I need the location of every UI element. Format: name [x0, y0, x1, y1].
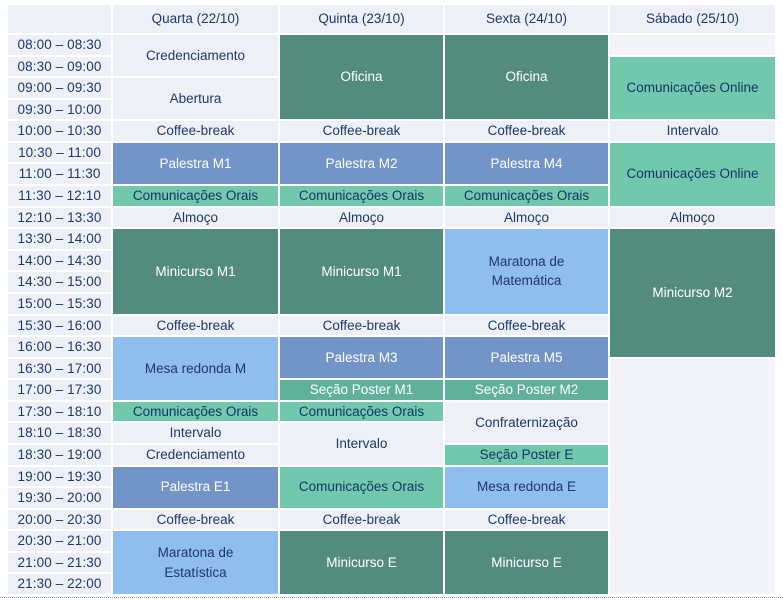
event-cell: Comunicações Orais — [280, 466, 443, 508]
event-cell: Intervalo — [610, 121, 775, 141]
event-cell: Oficina — [445, 35, 608, 120]
empty-cell — [610, 35, 775, 55]
event-cell: Maratona de Estatística — [113, 531, 278, 594]
event-cell: Almoço — [280, 207, 443, 228]
event-cell: Comunicações Orais — [280, 401, 443, 422]
event-cell: Almoço — [445, 207, 608, 228]
event-cell: Oficina — [280, 35, 443, 120]
corner-cell — [8, 5, 111, 33]
day-header: Sábado (25/10) — [610, 5, 775, 33]
time-slot-label: 21:30 – 22:00 — [8, 574, 111, 594]
event-cell: Almoço — [113, 207, 278, 228]
schedule-table: Quarta (22/10)Quinta (23/10)Sexta (24/10… — [8, 5, 775, 594]
event-cell: Credenciamento — [113, 35, 278, 77]
event-cell: Palestra M1 — [113, 142, 278, 185]
event-cell: Intervalo — [280, 423, 443, 465]
event-cell: Palestra M3 — [280, 337, 443, 379]
time-slot-label: 19:00 – 19:30 — [8, 466, 111, 487]
event-cell: Palestra M4 — [445, 142, 608, 185]
event-cell: Coffee-break — [445, 121, 608, 141]
time-slot-label: 08:30 – 09:00 — [8, 56, 111, 77]
event-cell: Palestra M5 — [445, 337, 608, 379]
event-cell: Minicurso E — [445, 531, 608, 594]
event-cell: Coffee-break — [445, 315, 608, 336]
event-cell: Confraternização — [445, 401, 608, 443]
time-slot-label: 20:00 – 20:30 — [8, 509, 111, 530]
event-cell: Credenciamento — [113, 444, 278, 465]
event-cell: Mesa redonda E — [445, 466, 608, 508]
event-cell: Coffee-break — [280, 121, 443, 141]
event-cell: Minicurso M1 — [280, 229, 443, 314]
event-cell: Coffee-break — [280, 509, 443, 530]
time-slot-label: 19:30 – 20:00 — [8, 488, 111, 508]
event-cell: Intervalo — [113, 423, 278, 443]
event-cell: Comunicações Orais — [280, 186, 443, 206]
day-header: Quinta (23/10) — [280, 5, 443, 33]
event-cell: Coffee-break — [445, 509, 608, 530]
time-slot-label: 10:00 – 10:30 — [8, 121, 111, 141]
time-slot-label: 09:30 – 10:00 — [8, 99, 111, 120]
time-slot-label: 08:00 – 08:30 — [8, 35, 111, 55]
event-cell: Seção Poster M1 — [280, 380, 443, 400]
day-header: Sexta (24/10) — [445, 5, 608, 33]
event-cell: Abertura — [113, 78, 278, 120]
empty-cell — [610, 358, 775, 594]
event-cell: Maratona de Matemática — [445, 229, 608, 314]
time-slot-label: 11:30 – 12:10 — [8, 186, 111, 206]
event-cell: Seção Poster E — [445, 444, 608, 465]
event-cell: Palestra E1 — [113, 466, 278, 508]
time-slot-label: 15:30 – 16:00 — [8, 315, 111, 336]
time-slot-label: 17:00 – 17:30 — [8, 380, 111, 400]
event-cell: Coffee-break — [113, 315, 278, 336]
time-slot-label: 14:00 – 14:30 — [8, 250, 111, 271]
event-cell: Almoço — [610, 207, 775, 228]
time-slot-label: 20:30 – 21:00 — [8, 531, 111, 551]
event-cell: Minicurso M1 — [113, 229, 278, 314]
time-slot-label: 18:30 – 19:00 — [8, 444, 111, 465]
event-cell: Coffee-break — [113, 121, 278, 141]
time-slot-label: 14:30 – 15:00 — [8, 272, 111, 292]
event-cell: Mesa redonda M — [113, 337, 278, 400]
time-slot-label: 13:30 – 14:00 — [8, 229, 111, 249]
event-cell: Minicurso M2 — [610, 229, 775, 357]
event-cell: Comunicações Orais — [113, 186, 278, 206]
event-cell: Coffee-break — [280, 315, 443, 336]
event-cell: Comunicações Online — [610, 142, 775, 206]
day-header: Quarta (22/10) — [113, 5, 278, 33]
event-cell: Comunicações Online — [610, 56, 775, 120]
time-slot-label: 12:10 – 13:30 — [8, 207, 111, 228]
time-slot-label: 21:00 – 21:30 — [8, 552, 111, 573]
event-cell: Minicurso E — [280, 531, 443, 594]
page-break-line — [0, 597, 783, 598]
event-cell: Coffee-break — [113, 509, 278, 530]
event-cell: Comunicações Orais — [445, 186, 608, 206]
time-slot-label: 09:00 – 09:30 — [8, 78, 111, 98]
time-slot-label: 15:00 – 15:30 — [8, 293, 111, 314]
time-slot-label: 10:30 – 11:00 — [8, 142, 111, 163]
time-slot-label: 18:10 – 18:30 — [8, 423, 111, 443]
event-cell: Comunicações Orais — [113, 401, 278, 422]
time-slot-label: 17:30 – 18:10 — [8, 401, 111, 422]
time-slot-label: 11:00 – 11:30 — [8, 164, 111, 185]
event-cell: Palestra M2 — [280, 142, 443, 185]
time-slot-label: 16:00 – 16:30 — [8, 337, 111, 357]
event-cell: Seção Poster M2 — [445, 380, 608, 400]
time-slot-label: 16:30 – 17:00 — [8, 358, 111, 379]
